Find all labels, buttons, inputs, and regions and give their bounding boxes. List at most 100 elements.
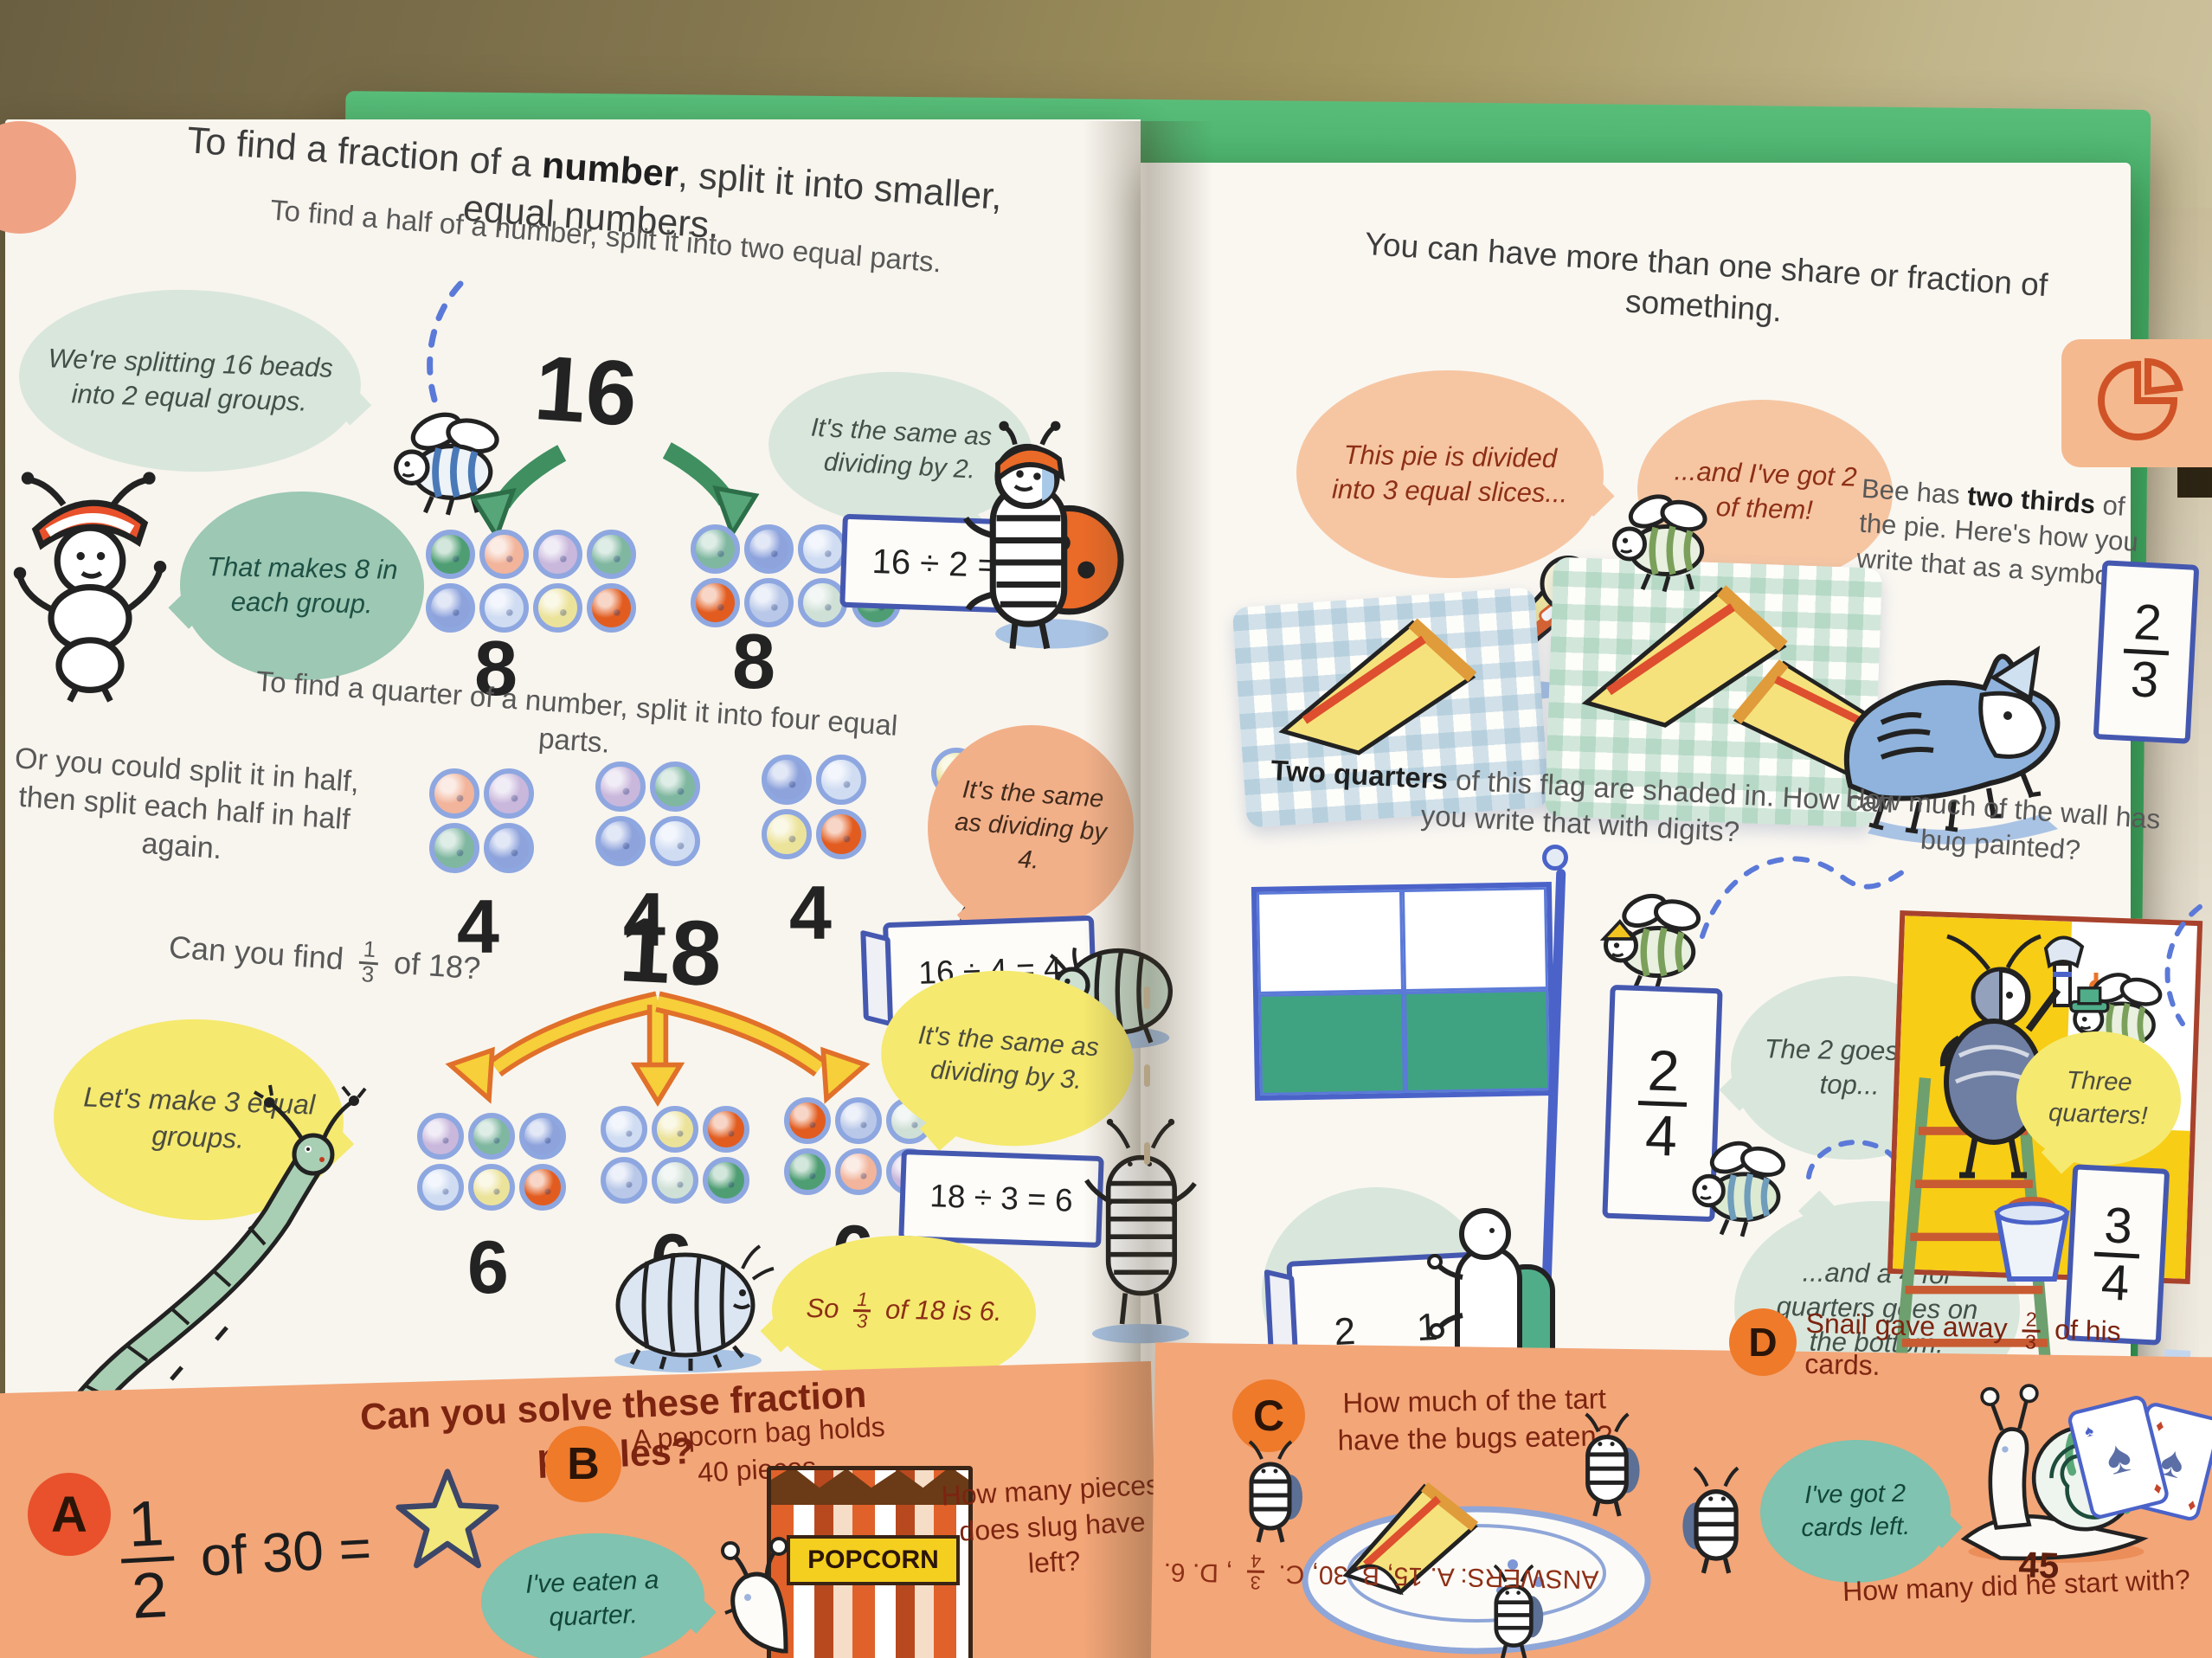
- split-arrow-left: [469, 445, 567, 542]
- bead-group-4b: [595, 762, 700, 866]
- number-18: 18: [617, 897, 724, 1006]
- bead: [816, 809, 866, 859]
- bead: [816, 755, 866, 805]
- split-arrows-three: [445, 991, 871, 1108]
- playing-cards: ♠ ♦ ♦ ♠ ♠ ♦: [2067, 1396, 2212, 1521]
- label-4a: 4: [457, 884, 499, 969]
- bead: [484, 823, 534, 873]
- bead: [744, 578, 794, 627]
- bug-character: [1493, 1564, 1544, 1658]
- bead: [784, 1097, 831, 1144]
- bee-character: [1692, 1141, 1785, 1237]
- split-arrow-right: [662, 442, 760, 539]
- bead: [426, 583, 475, 633]
- flag-quarter-green: [1258, 991, 1405, 1096]
- label-4b: 4: [623, 877, 666, 962]
- number-16: 16: [531, 337, 640, 446]
- bead: [691, 524, 740, 574]
- bead: [426, 530, 475, 579]
- label-8a: 8: [474, 626, 518, 712]
- flag-quarter-white: [1256, 890, 1404, 994]
- dashed-flight-trail: [1700, 856, 1913, 939]
- bead: [533, 530, 582, 579]
- bead-group-8a: [426, 530, 636, 633]
- bug-character: [1682, 1466, 1739, 1574]
- rhino-beetle-character: [1843, 645, 2061, 845]
- binding-stitch: [1144, 1064, 1150, 1087]
- bee-with-cap-character: [1599, 893, 1701, 994]
- bead: [650, 762, 700, 812]
- bead: [703, 1106, 749, 1153]
- bead: [601, 1106, 647, 1153]
- binding-stitch: [1144, 986, 1150, 1009]
- bead: [587, 530, 636, 579]
- bead: [468, 1164, 515, 1211]
- bead-group-6b: [601, 1106, 749, 1204]
- bead-group-4a: [429, 768, 534, 873]
- puzzle-d-badge: D: [1729, 1308, 1797, 1376]
- bead: [417, 1113, 464, 1160]
- equation-18-div-3: 18 ÷ 3 = 6: [898, 1148, 1104, 1249]
- bead: [835, 1097, 882, 1144]
- bead: [519, 1113, 566, 1160]
- label-6a: 6: [467, 1226, 509, 1309]
- paint-bucket: [1994, 1197, 2070, 1282]
- page-number: 45: [2017, 1544, 2061, 1586]
- bead: [468, 1113, 515, 1160]
- puzzle-a-badge: A: [28, 1473, 111, 1556]
- bead: [417, 1164, 464, 1211]
- bead: [595, 816, 646, 866]
- bead: [652, 1106, 698, 1153]
- bead: [798, 524, 847, 574]
- bead: [429, 823, 479, 873]
- bead: [533, 583, 582, 633]
- popcorn-bag: POPCORN: [767, 1466, 973, 1658]
- flag-quarter-green: [1403, 988, 1551, 1093]
- dashed-flight-trail: [427, 280, 464, 414]
- bead: [650, 816, 700, 866]
- ladybug-character: [962, 421, 1124, 650]
- bead: [835, 1148, 882, 1195]
- bead: [798, 578, 847, 627]
- bead: [479, 530, 529, 579]
- flag-two-quarters: [1251, 881, 1556, 1102]
- bug-character: [1248, 1440, 1302, 1543]
- binding-stitch: [1144, 1142, 1150, 1165]
- bead: [601, 1157, 647, 1204]
- bead-group-6a: [417, 1113, 566, 1211]
- bee-character: [1612, 494, 1707, 593]
- right-page-corner-tab: [2061, 339, 2212, 467]
- bead: [484, 768, 534, 819]
- striped-bug-character: [1084, 1118, 1197, 1344]
- puzzle-b-badge: B: [545, 1426, 621, 1502]
- bead-group-4c: [762, 755, 866, 859]
- bead: [595, 762, 646, 812]
- bead: [762, 809, 812, 859]
- painter-bug-character: [1939, 934, 2103, 1179]
- star-icon: [395, 1468, 499, 1569]
- pie-slice: [1278, 618, 1477, 755]
- bead: [652, 1157, 698, 1204]
- flag-quarter-white: [1401, 887, 1548, 992]
- bead: [587, 583, 636, 633]
- pillbug-character: [614, 1244, 775, 1372]
- tart-plate: [1302, 1481, 1651, 1655]
- bead: [762, 755, 812, 805]
- bead: [744, 524, 794, 574]
- ant-character: [13, 472, 167, 703]
- label-4c: 4: [789, 870, 832, 955]
- bead: [479, 583, 529, 633]
- puzzle-c-badge: C: [1232, 1379, 1305, 1452]
- slug-character: [721, 1537, 788, 1654]
- bead: [784, 1148, 831, 1195]
- bead: [691, 578, 740, 627]
- label-8b: 8: [732, 619, 776, 705]
